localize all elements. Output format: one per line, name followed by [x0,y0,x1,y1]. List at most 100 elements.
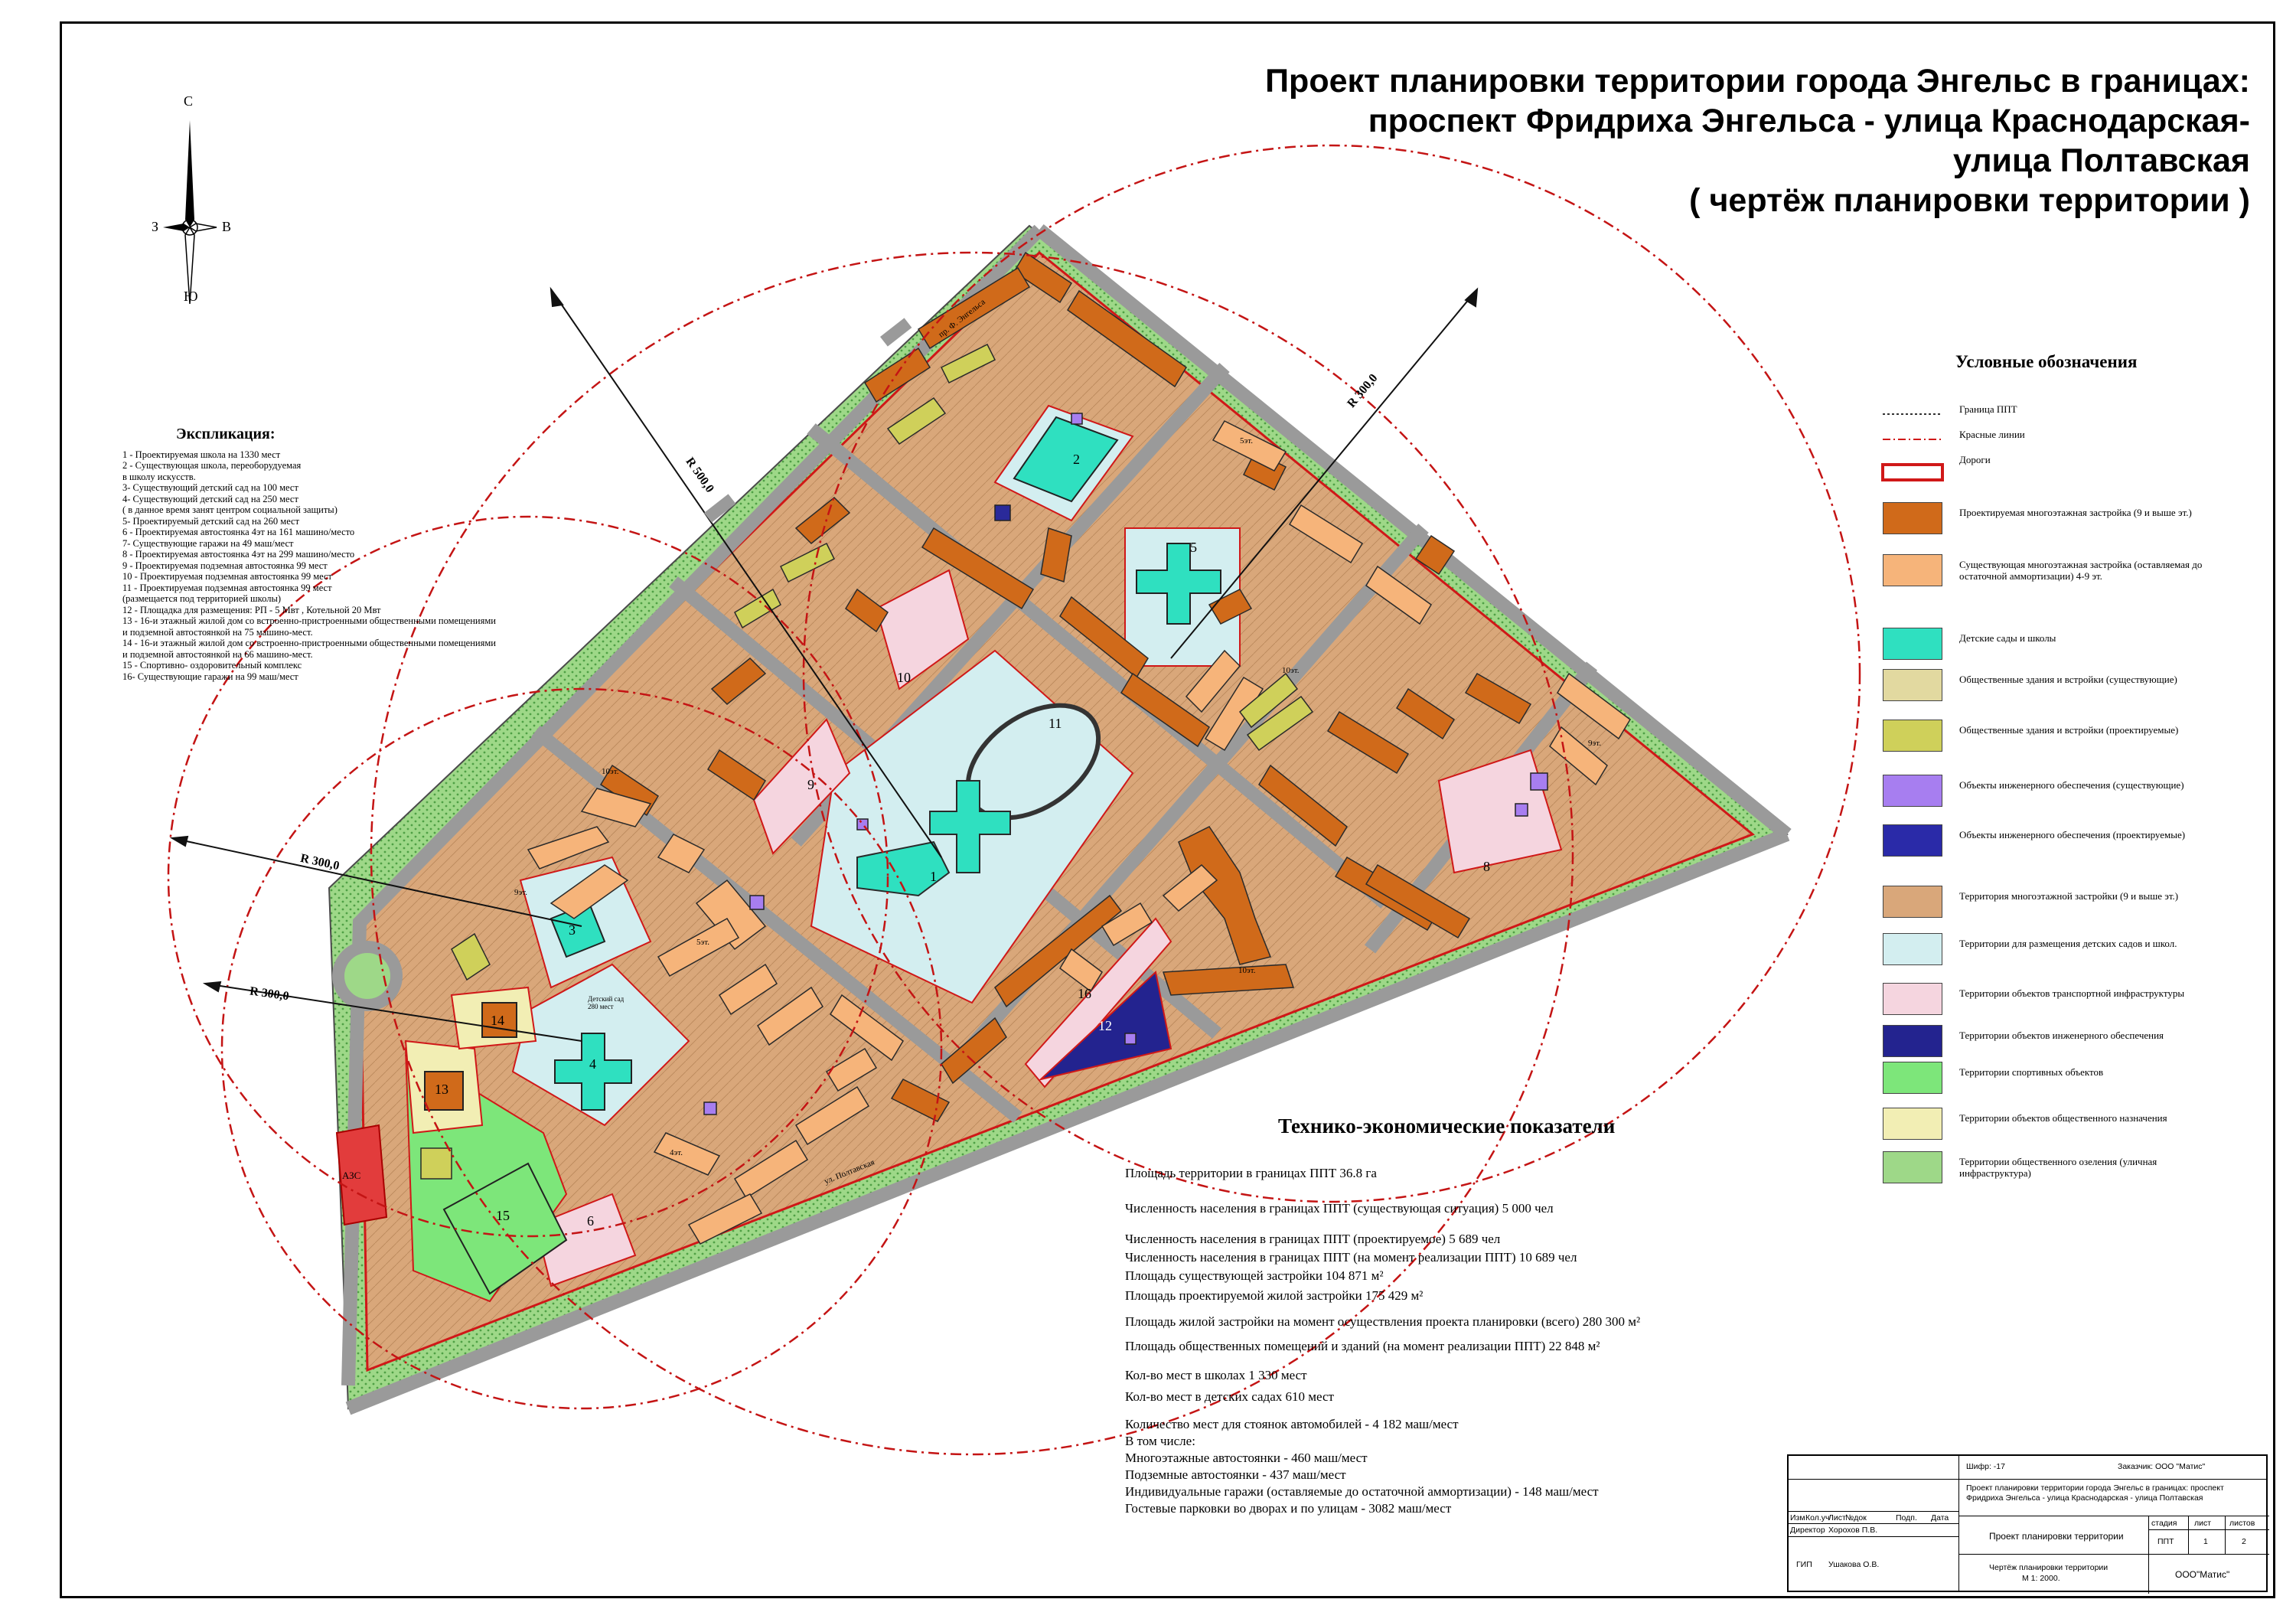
page-title: Проект планировки территории города Энге… [1265,61,2250,220]
legend-road-swatch [1881,463,1944,481]
tep-row: Площадь территории в границах ППТ 36.8 г… [1125,1166,1377,1180]
explication-heading: Экспликация: [176,426,276,442]
kindergarten-building-5 [1136,543,1221,625]
tep-row: Площадь общественных помещений и зданий … [1125,1339,1600,1353]
plot-label-1: 1 [930,869,937,884]
tep-row: Площадь существующей застройки 104 871 м… [1125,1268,1384,1283]
building-13 [424,1071,464,1111]
legend-label: Общественные здания и встройки (проектир… [1959,724,2179,736]
stamp-org: ООО"Матис" [2175,1569,2230,1580]
projected-buildings [599,251,1532,1122]
school-building-2 [1013,416,1119,503]
floor-label: 10эт. [602,767,619,776]
legend-swatch [1883,775,1942,807]
legend-label: Территории спортивных объектов [1959,1066,2104,1078]
public-buildings [420,343,1314,1180]
stamp-stage-title: Проект планировки территории [1989,1531,2124,1542]
title-line-1: Проект планировки территории города Энге… [1265,63,2250,100]
transport-territory-16 [1024,917,1172,1088]
plot-label-16: 16 [1078,986,1091,1001]
stamp-stage-header: стадия [2151,1519,2177,1528]
floor-label: 5эт. [696,938,709,947]
explication-item: в школу искусств. [122,471,196,482]
tep-row: Численность населения в границах ППТ (на… [1125,1250,1577,1265]
stamp-drawing-title: Чертёж планировки территории [1989,1563,2108,1572]
azs-territory [335,1124,388,1226]
legend-swatch [1883,824,1942,857]
tech-economic-indicators: Технико-экономические показатели Площадь… [1125,1115,1814,1516]
legend-label: Общественные здания и встройки (существу… [1959,674,2177,685]
explication-item: (размещается под территорией школы) [122,593,282,604]
plot-label-13: 13 [435,1082,448,1097]
tep-row: Кол-во мест в детских садах 610 мест [1125,1389,1334,1404]
compass-east-label: В [222,219,232,234]
stamp-scale: М 1: 2000. [2022,1574,2060,1583]
floor-label: 10эт. [1282,666,1300,675]
legend-label: Территории объектов общественного назнач… [1959,1112,2167,1124]
service-radius-circles [167,144,1861,1456]
engineering-objects [703,413,1548,1115]
building-14 [481,1002,517,1038]
stamp-code: Шифр: -17 [1966,1462,2005,1471]
compass-south-label: Ю [184,289,198,304]
stamp-sheets: 2 [2242,1537,2246,1546]
explication-item: 4- Существующий детский сад на 250 мест [122,493,298,504]
explication-item: 2 - Существующая школа, переоборудуемая [122,460,302,471]
transport-territory-9 [752,718,851,855]
stamp-role-2: ГИП [1796,1560,1812,1569]
stamp-project-title: Проект планировки территории города Энге… [1966,1483,2224,1503]
explication-item: и подземной автостоянкой на 75 машино-ме… [122,626,313,638]
stamp-name-2: Ушакова О.В. [1828,1560,1880,1569]
tep-heading: Технико-экономические показатели [1278,1115,1616,1137]
tep-row: Численность населения в границах ППТ (пр… [1125,1232,1501,1246]
north-arrow-icon [163,120,217,305]
title-line-4: ( чертёж планировки территории ) [1689,182,2250,219]
plot-label-5: 5 [1190,540,1197,555]
explication-block: Экспликация: 1 - Проектируемая школа на … [122,426,582,682]
legend-label: Территория многоэтажной застройки (9 и в… [1959,890,2179,902]
explication-item: 9 - Проектируемая подземная автостоянка … [122,560,328,571]
explication-item: 5- Проектируемый детский сад на 260 мест [122,515,300,527]
plot-label-11: 11 [1049,716,1062,731]
plot-label-14: 14 [491,1013,504,1028]
floor-label: 9эт. [1588,739,1601,748]
kindergarten-building-4 [554,1033,632,1111]
legend-swatch [1883,1062,1942,1094]
legend-label: Территории объектов транспортной инфраст… [1959,987,2185,999]
explication-item: 13 - 16-и этажный жилой дом со встроенно… [122,615,496,626]
stamp-col-izm: Изм [1790,1513,1805,1522]
legend-label: Территории объектов инженерного обеспече… [1959,1030,2164,1041]
title-line-3: улица Полтавская [1952,142,2250,179]
compass-north-label: С [184,93,194,109]
legend-swatch [1883,1025,1942,1057]
title-block-stamp: Шифр: -17 Заказчик: ООО "Матис" Проект п… [1787,1454,2269,1594]
legend-swatch [1883,983,1942,1015]
stamp-col-kol: Кол.уч [1805,1513,1830,1522]
stamp-role-1: Директор [1790,1526,1825,1535]
floor-label: 4эт. [670,1148,683,1157]
legend-label: Проектируемая многоэтажная застройка (9 … [1959,507,2192,518]
explication-item: и подземной автостоянкой на 66 машино-ме… [122,648,313,660]
explication-item: 7- Существующие гаражи на 49 маш/мест [122,537,294,549]
tep-row: Площадь проектируемой жилой застройки 17… [1125,1288,1424,1303]
tep-row: Количество мест для стоянок автомобилей … [1125,1417,1459,1431]
plot-label-9: 9 [807,777,814,792]
legend-label: Существующая многоэтажная застройка (ост… [1959,559,2203,582]
stamp-col-doc: №док [1845,1513,1867,1522]
plot-label-4: 4 [589,1056,596,1072]
legend-label: Объекты инженерного обеспечения (проекти… [1959,829,2186,840]
engineering-territory-12 [1038,971,1172,1081]
stamp-col-data: Дата [1931,1513,1949,1522]
tep-row: Многоэтажные автостоянки - 460 маш/мест [1125,1451,1368,1465]
tep-row: Подземные автостоянки - 437 маш/мест [1125,1467,1346,1482]
floor-label: 9эт. [514,888,527,897]
legend: Условные обозначения [1879,352,2216,407]
tep-row: В том числе: [1125,1434,1195,1448]
legend-label: Дороги [1959,454,1991,465]
transport-territory-6 [534,1193,637,1287]
azs-label: АЗС [342,1170,361,1181]
legend-label: Объекты инженерного обеспечения (существ… [1959,779,2184,791]
explication-item: 6 - Проектируемая автостоянка 4эт на 161… [122,527,355,537]
legend-label: Детские сады и школы [1959,632,2056,644]
